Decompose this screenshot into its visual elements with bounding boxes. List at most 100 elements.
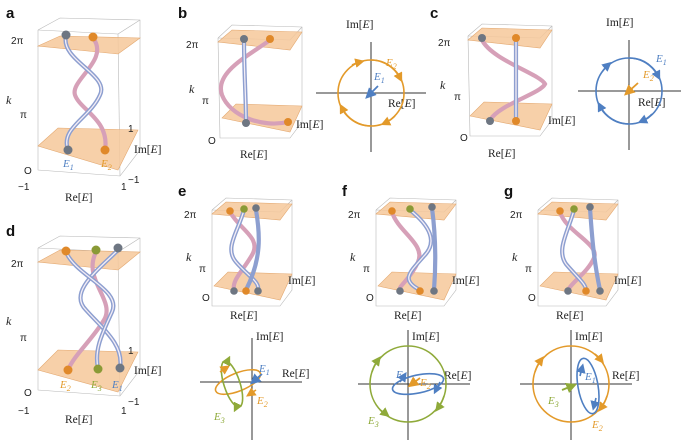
- im-axis-label: Im[E]: [614, 275, 641, 287]
- panel-a: a 2π k π O −1 1 −1 1 Im[E] Re[E] E1 E2: [6, 5, 161, 204]
- label-e1: E1: [373, 71, 385, 85]
- band-e1-curve: [479, 37, 548, 123]
- tick-pi: π: [363, 264, 370, 275]
- label-e2: E2: [591, 419, 603, 433]
- label-e2: E2: [385, 57, 397, 71]
- ball-bottom-e3: [254, 287, 262, 295]
- ball-top-e2: [266, 35, 274, 43]
- tick-zero: O: [208, 136, 216, 147]
- tick-2pi: 2π: [184, 210, 197, 221]
- tick-zero: O: [460, 133, 468, 144]
- ball-top-e1: [252, 204, 260, 212]
- label-e1: E1: [395, 369, 407, 383]
- ball-top-e1: [478, 34, 486, 42]
- label-e2: E2: [419, 377, 431, 391]
- tick-zero: O: [24, 166, 32, 177]
- bottom-plane: [37, 127, 139, 171]
- bottom-plane: [37, 349, 139, 393]
- ball-bottom-e1: [486, 117, 494, 125]
- tick-pi: π: [454, 92, 461, 103]
- ball-top-e3: [240, 205, 248, 213]
- e3-loop: [369, 345, 447, 423]
- top-plane: [537, 201, 619, 221]
- ball-top-e3: [570, 205, 578, 213]
- label-e1: E1: [62, 158, 74, 172]
- im-axis-label: Im[E]: [288, 275, 315, 287]
- e3-arrow: [561, 382, 578, 394]
- top-plane: [37, 249, 141, 271]
- ball-bottom-e1: [396, 287, 404, 295]
- panel-label-e: e: [178, 183, 186, 200]
- panel-f: f 2π k π O Im[E] Re[E] Im[E] Re[E]: [342, 183, 479, 440]
- ball-top-e2: [556, 207, 564, 215]
- ball-top-e2: [388, 207, 396, 215]
- tick-zero: O: [366, 293, 374, 304]
- bottom-plane: [469, 101, 553, 131]
- ball-top-e2: [512, 34, 520, 42]
- tick-pi: π: [20, 110, 27, 121]
- im-axis-label: Im[E]: [548, 115, 575, 127]
- im-axis-label: Im[E]: [346, 19, 373, 31]
- label-e2: E2: [642, 69, 654, 83]
- complex-plane-g: Im[E] Re[E] E1 E2 E3: [520, 330, 639, 440]
- panel-label-a: a: [6, 5, 15, 22]
- re-axis-label: Re[E]: [612, 370, 639, 382]
- tick-minus1-im: −1: [128, 397, 140, 408]
- e1-arrow: [249, 373, 263, 385]
- im-axis-label: Im[E]: [606, 17, 633, 29]
- ball-bottom-e2: [416, 287, 424, 295]
- ball-bottom-e2: [242, 287, 250, 295]
- im-axis-label: Im[E]: [296, 119, 323, 131]
- ball-top-e2: [88, 32, 98, 42]
- label-e3: E3: [367, 415, 379, 429]
- e1-loop: [391, 372, 445, 396]
- ball-bottom-e2: [100, 145, 110, 155]
- tick-zero: O: [24, 388, 32, 399]
- im-axis-label: Im[E]: [452, 275, 479, 287]
- label-e3: E3: [213, 411, 225, 425]
- ball-top-e2: [61, 246, 71, 256]
- ball-bottom-e1: [242, 119, 250, 127]
- panel-d: d 2π k π O −1 1 −1 1 Im[E] Re[E] E2 E3 E…: [6, 223, 161, 426]
- tick-minus1: −1: [18, 182, 30, 193]
- complex-plane-b: Im[E] Re[E] E1 E2: [316, 19, 426, 152]
- im-axis-label: Im[E]: [134, 144, 161, 156]
- re-axis-label: Re[E]: [488, 148, 515, 160]
- bounding-box: [37, 17, 141, 177]
- ball-bottom-e1: [115, 363, 125, 373]
- band-e2-curve: [72, 35, 108, 153]
- ball-top-e3: [406, 205, 414, 213]
- complex-plane-f: Im[E] Re[E] E1 E2 E3: [358, 330, 471, 440]
- label-e2: E2: [100, 158, 112, 172]
- ball-top-e2: [226, 207, 234, 215]
- im-axis-label: Im[E]: [256, 331, 283, 343]
- tick-pi: π: [525, 264, 532, 275]
- panel-g: g 2π k π O Im[E] Re[E] Im[E] Re[E]: [504, 183, 641, 440]
- k-axis-label: k: [350, 250, 356, 264]
- ball-bottom-e2: [582, 287, 590, 295]
- panel-label-b: b: [178, 5, 187, 22]
- tick-2pi: 2π: [11, 36, 24, 47]
- tick-plus1-im: 1: [128, 346, 134, 357]
- top-plane: [211, 201, 293, 221]
- label-e1: E1: [258, 363, 270, 377]
- tick-minus1-im: −1: [128, 175, 140, 186]
- label-e3: E3: [90, 379, 102, 393]
- top-plane: [217, 29, 303, 51]
- e2-loop: [532, 345, 610, 423]
- ball-top-e1: [428, 203, 436, 211]
- ball-bottom-e1: [230, 287, 238, 295]
- panel-e: e 2π k π O Im[E] Re[E] Im[E] Re[E]: [178, 183, 315, 440]
- re-axis-label: Re[E]: [638, 97, 665, 109]
- label-e2: E2: [256, 395, 268, 409]
- k-axis-label: k: [6, 314, 12, 328]
- ball-top-e1: [113, 243, 123, 253]
- tick-plus1-re: 1: [121, 182, 127, 193]
- tick-zero: O: [202, 293, 210, 304]
- tick-plus1-im: 1: [128, 124, 134, 135]
- tick-2pi: 2π: [186, 40, 199, 51]
- panel-label-d: d: [6, 223, 15, 240]
- ball-bottom-e3: [596, 287, 604, 295]
- im-axis-label: Im[E]: [134, 365, 161, 377]
